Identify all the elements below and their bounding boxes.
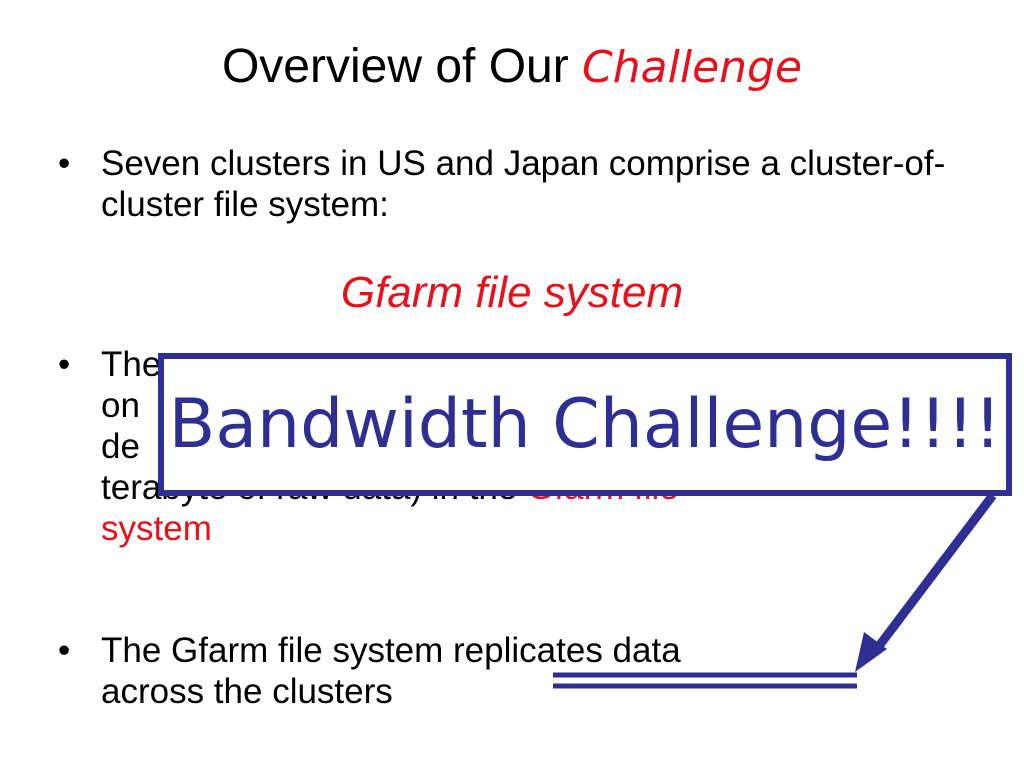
replicates-phrase: replicates data [453,631,681,670]
slide-title: Overview of Our Challenge [0,38,1024,97]
bullet-line: The [101,345,162,384]
title-main: Overview of Our [221,40,583,93]
bullet-marker: • [58,144,71,183]
bullet-text: The Gfarm file system replicates data ac… [101,630,958,712]
bullet-line: on [101,386,140,425]
bullet-line: de [101,427,140,466]
callout-text: Bandwidth Challenge!!!! [168,384,1002,464]
gfarm-subheading: Gfarm file system [340,268,684,317]
bullet-line-prefix: The Gfarm file system [101,631,454,670]
bullet-line: The Gfarm file system replicates data [101,630,958,671]
bullet-marker: • [58,631,71,670]
bullet-text: Seven clusters in US and Japan comprise … [101,144,946,224]
bullet-marker: • [58,345,71,384]
gfarm-highlight: system [101,509,212,548]
bandwidth-callout-box: Bandwidth Challenge!!!! [158,353,1012,496]
bullet-line: across the clusters [101,672,393,711]
title-accent: Challenge [582,42,803,93]
